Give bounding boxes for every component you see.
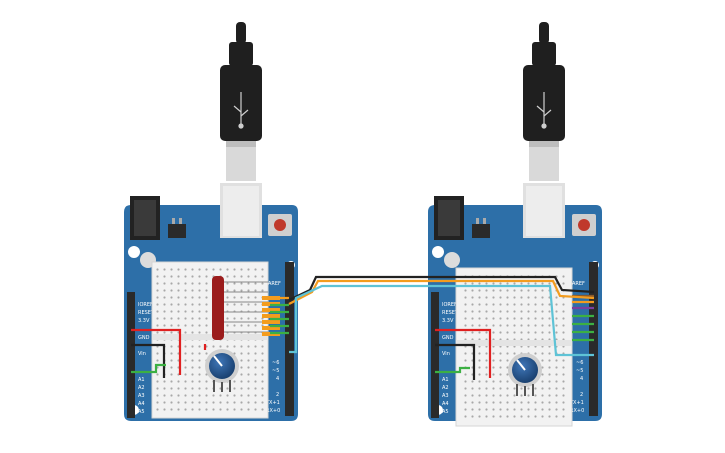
left-assembly[interactable]: IOREF RESET 3.3V GND Vin A1 A2 A3 A4 A5 … (124, 22, 298, 421)
wire-orange-link (288, 279, 595, 305)
usb-cable-right[interactable] (523, 22, 565, 181)
reset-button-icon[interactable] (274, 219, 286, 231)
pin-label-a1: A1 (138, 377, 145, 383)
usb-cable-left[interactable] (220, 22, 262, 181)
pin-label-aref: AREF (572, 281, 585, 287)
pin-label-d2: 2 (580, 392, 583, 398)
usb-symbol-icon (536, 92, 552, 129)
pin-label-gnd: GND (442, 335, 454, 341)
pin-label-a4: A4 (442, 401, 449, 407)
potentiometer-right[interactable] (508, 353, 542, 396)
pin-label-d6: ~6 (272, 360, 279, 366)
pin-label-rx0: RX+0 (266, 408, 280, 414)
pin-label-d2: 2 (276, 392, 279, 398)
wires-left-local[interactable] (131, 296, 289, 378)
pin-label-a3: A3 (442, 393, 449, 399)
pin-label-a2: A2 (138, 385, 145, 391)
pin-label-ioref: IOREF (442, 302, 457, 308)
pin-label-a5: A5 (442, 409, 449, 415)
breadboard-right[interactable] (455, 267, 573, 427)
pin-label-a2: A2 (442, 385, 449, 391)
led-bar-graph[interactable] (212, 276, 268, 340)
potentiometer-left[interactable] (205, 349, 239, 392)
pin-label-vin: Vin (138, 351, 146, 357)
wire-cyan-link (289, 284, 594, 357)
pin-label-d4: 4 (276, 376, 279, 382)
pin-label-gnd: GND (138, 335, 150, 341)
pin-label-d4: 4 (580, 376, 583, 382)
pin-label-vin: Vin (442, 351, 450, 357)
pin-label-rx0: RX+0 (570, 408, 584, 414)
reset-button-icon[interactable] (578, 219, 590, 231)
pin-label-a5: A5 (138, 409, 145, 415)
breadboard-left[interactable] (151, 261, 269, 419)
wire-black-link (288, 275, 595, 301)
usb-symbol-icon (233, 92, 249, 129)
wires-right-local[interactable] (435, 294, 594, 380)
pin-label-aref: AREF (268, 281, 281, 287)
pin-label-3v3: 3.3V (138, 318, 150, 324)
pin-label-ioref: IOREF (138, 302, 153, 308)
resistor-array[interactable] (262, 296, 280, 336)
pin-label-tx1: TX+1 (569, 400, 584, 406)
pin-label-d6: ~6 (576, 360, 583, 366)
pin-label-reset: RESET (442, 310, 459, 316)
pin-label-a3: A3 (138, 393, 145, 399)
pin-label-a1: A1 (442, 377, 449, 383)
pin-label-d5: ~5 (576, 368, 583, 374)
interboard-wires[interactable] (288, 275, 595, 357)
right-assembly[interactable]: IOREF RESET 3.3V GND Vin A1 A2 A3 A4 A5 … (428, 22, 602, 427)
pin-label-tx1: TX+1 (265, 400, 280, 406)
pin-label-a4: A4 (138, 401, 145, 407)
pin-label-reset: RESET (138, 310, 155, 316)
pin-label-d5: ~5 (272, 368, 279, 374)
pin-label-3v3: 3.3V (442, 318, 454, 324)
